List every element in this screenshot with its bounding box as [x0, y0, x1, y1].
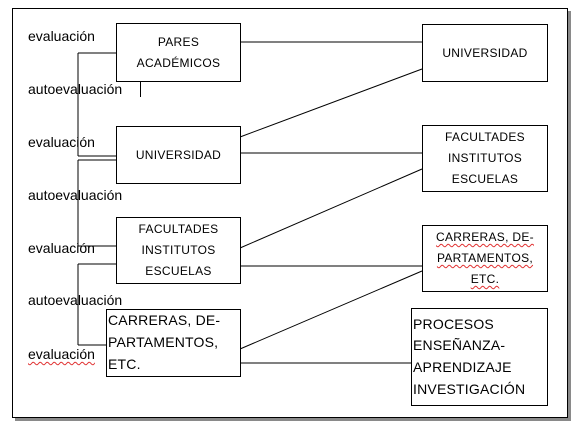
box-universidad-right: UNIVERSIDAD: [422, 24, 548, 82]
label-autoevaluacion-1: autoevaluación: [28, 81, 123, 97]
box-carreras-left-text: CARRERAS, DE- PARTAMENTOS, ETC.: [108, 312, 221, 372]
box-universidad-right-text: UNIVERSIDAD: [442, 45, 528, 60]
box-facultades-left: FACULTADES INSTITUTOS ESCUELAS: [116, 217, 241, 284]
box-facultades-right: FACULTADES INSTITUTOS ESCUELAS: [422, 125, 548, 192]
box-carreras-right-text: CARRERAS, DE- PARTAMENTOS, ETC.: [436, 230, 534, 286]
box-carreras-right: CARRERAS, DE- PARTAMENTOS, ETC.: [422, 225, 548, 292]
label-evaluacion-4: evaluación: [28, 346, 95, 362]
diag-carreras: [239, 270, 423, 350]
box-pares-academicos: PARES ACADÉMICOS: [116, 23, 241, 82]
label-autoevaluacion-3: autoevaluación: [28, 292, 123, 308]
box-pares-academicos-text: PARES ACADÉMICOS: [136, 34, 221, 70]
box-procesos: PROCESOS ENSEÑANZA- APRENDIZAJE INVESTIG…: [411, 308, 548, 406]
label-evaluacion-3: evaluación: [28, 240, 95, 256]
box-procesos-text: PROCESOS ENSEÑANZA- APRENDIZAJE INVESTIG…: [413, 315, 526, 397]
box-universidad-left: UNIVERSIDAD: [116, 126, 241, 184]
diag-universidad: [239, 68, 423, 138]
box-universidad-left-text: UNIVERSIDAD: [135, 147, 222, 162]
label-evaluacion-2: evaluación: [28, 134, 95, 150]
box-facultades-right-text: FACULTADES INSTITUTOS ESCUELAS: [445, 130, 525, 186]
label-autoevaluacion-2: autoevaluación: [28, 187, 123, 203]
diag-facultades: [239, 168, 423, 249]
box-carreras-left: CARRERAS, DE- PARTAMENTOS, ETC.: [106, 309, 241, 377]
text-cursor: [140, 82, 141, 97]
label-evaluacion-1: evaluación: [28, 28, 95, 44]
box-facultades-left-text: FACULTADES INSTITUTOS ESCUELAS: [138, 222, 219, 278]
